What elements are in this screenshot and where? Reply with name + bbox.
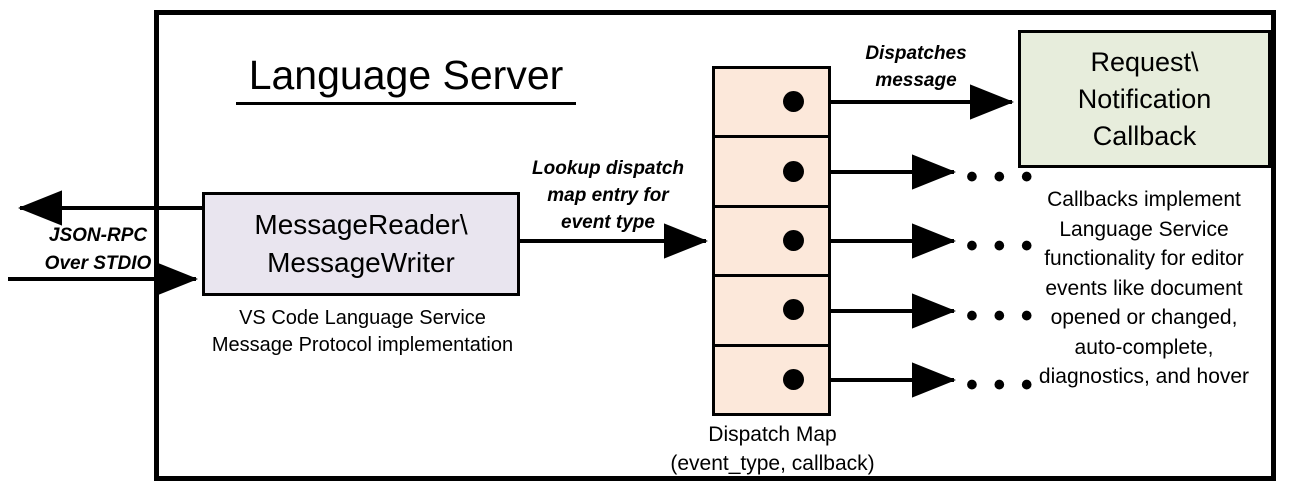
callback-line2: Notification [1077,83,1212,114]
request-notification-callback-box[interactable]: Request\ Notification Callback [1018,30,1271,168]
message-box-line1: MessageReader\ [254,209,468,240]
callback-description-line: events like document [1045,276,1243,300]
lookup-dispatch-label: Lookup dispatch map entry for event type [518,155,698,236]
ellipsis-row-3: • • • [966,227,1036,265]
entry-dot-icon [783,368,804,390]
message-box-line2: MessageWriter [267,247,455,278]
dispatch-map-row[interactable] [715,208,828,278]
lookup-label-line3: event type [561,212,655,233]
dispatch-map-row[interactable] [715,347,828,413]
lookup-label-line1: Lookup dispatch [532,158,684,179]
message-caption-line2: Message Protocol implementation [211,334,514,356]
message-reader-writer-box[interactable]: MessageReader\ MessageWriter [202,192,520,296]
callback-description-line: auto-complete, [1074,335,1214,359]
jsonrpc-label-line1: JSON-RPC [48,225,148,246]
entry-dot-icon [783,299,804,321]
lookup-label-line2: map entry for [547,185,669,206]
message-reader-writer-caption: VS Code Language Service Message Protoco… [190,305,535,359]
jsonrpc-label-line2: Over STDIO [44,253,152,274]
jsonrpc-transport-label: JSON-RPC Over STDIO [28,222,168,278]
callback-description-line: Callbacks implement [1047,188,1241,211]
callback-description-line: Language Service [1059,217,1229,241]
callback-line1: Request\ [1090,46,1199,77]
dispatch-map-row[interactable] [715,138,828,208]
dispatch-map-row[interactable] [715,69,828,139]
language-server-boundary [154,10,1276,481]
entry-dot-icon [783,91,804,113]
page-title: Language Server [236,50,576,105]
callback-line3: Callback [1092,120,1197,151]
dispatch-map-row[interactable] [715,277,828,347]
callback-description: Callbacks implement Language Service fun… [1005,185,1283,392]
dispatches-label-line1: Dispatches [865,43,967,64]
message-caption-line1: VS Code Language Service [239,307,486,329]
dispatches-message-label: Dispatches message [836,40,996,94]
ellipsis-row-4: • • • [966,297,1036,335]
dispatches-label-line2: message [875,70,957,91]
dispatch-map-table[interactable] [712,66,831,416]
dispatch-map-caption-line1: Dispatch Map [708,423,837,446]
entry-dot-icon [783,230,804,252]
callback-description-line: opened or changed, [1050,306,1238,329]
entry-dot-icon [783,160,804,182]
callback-description-line: diagnostics, and hover [1038,365,1250,388]
ellipsis-row-5: • • • [966,366,1036,404]
callback-description-line: functionality for editor [1044,247,1244,270]
dispatch-map-caption-line2: (event_type, callback) [670,452,875,475]
dispatch-map-caption: Dispatch Map (event_type, callback) [645,420,900,478]
